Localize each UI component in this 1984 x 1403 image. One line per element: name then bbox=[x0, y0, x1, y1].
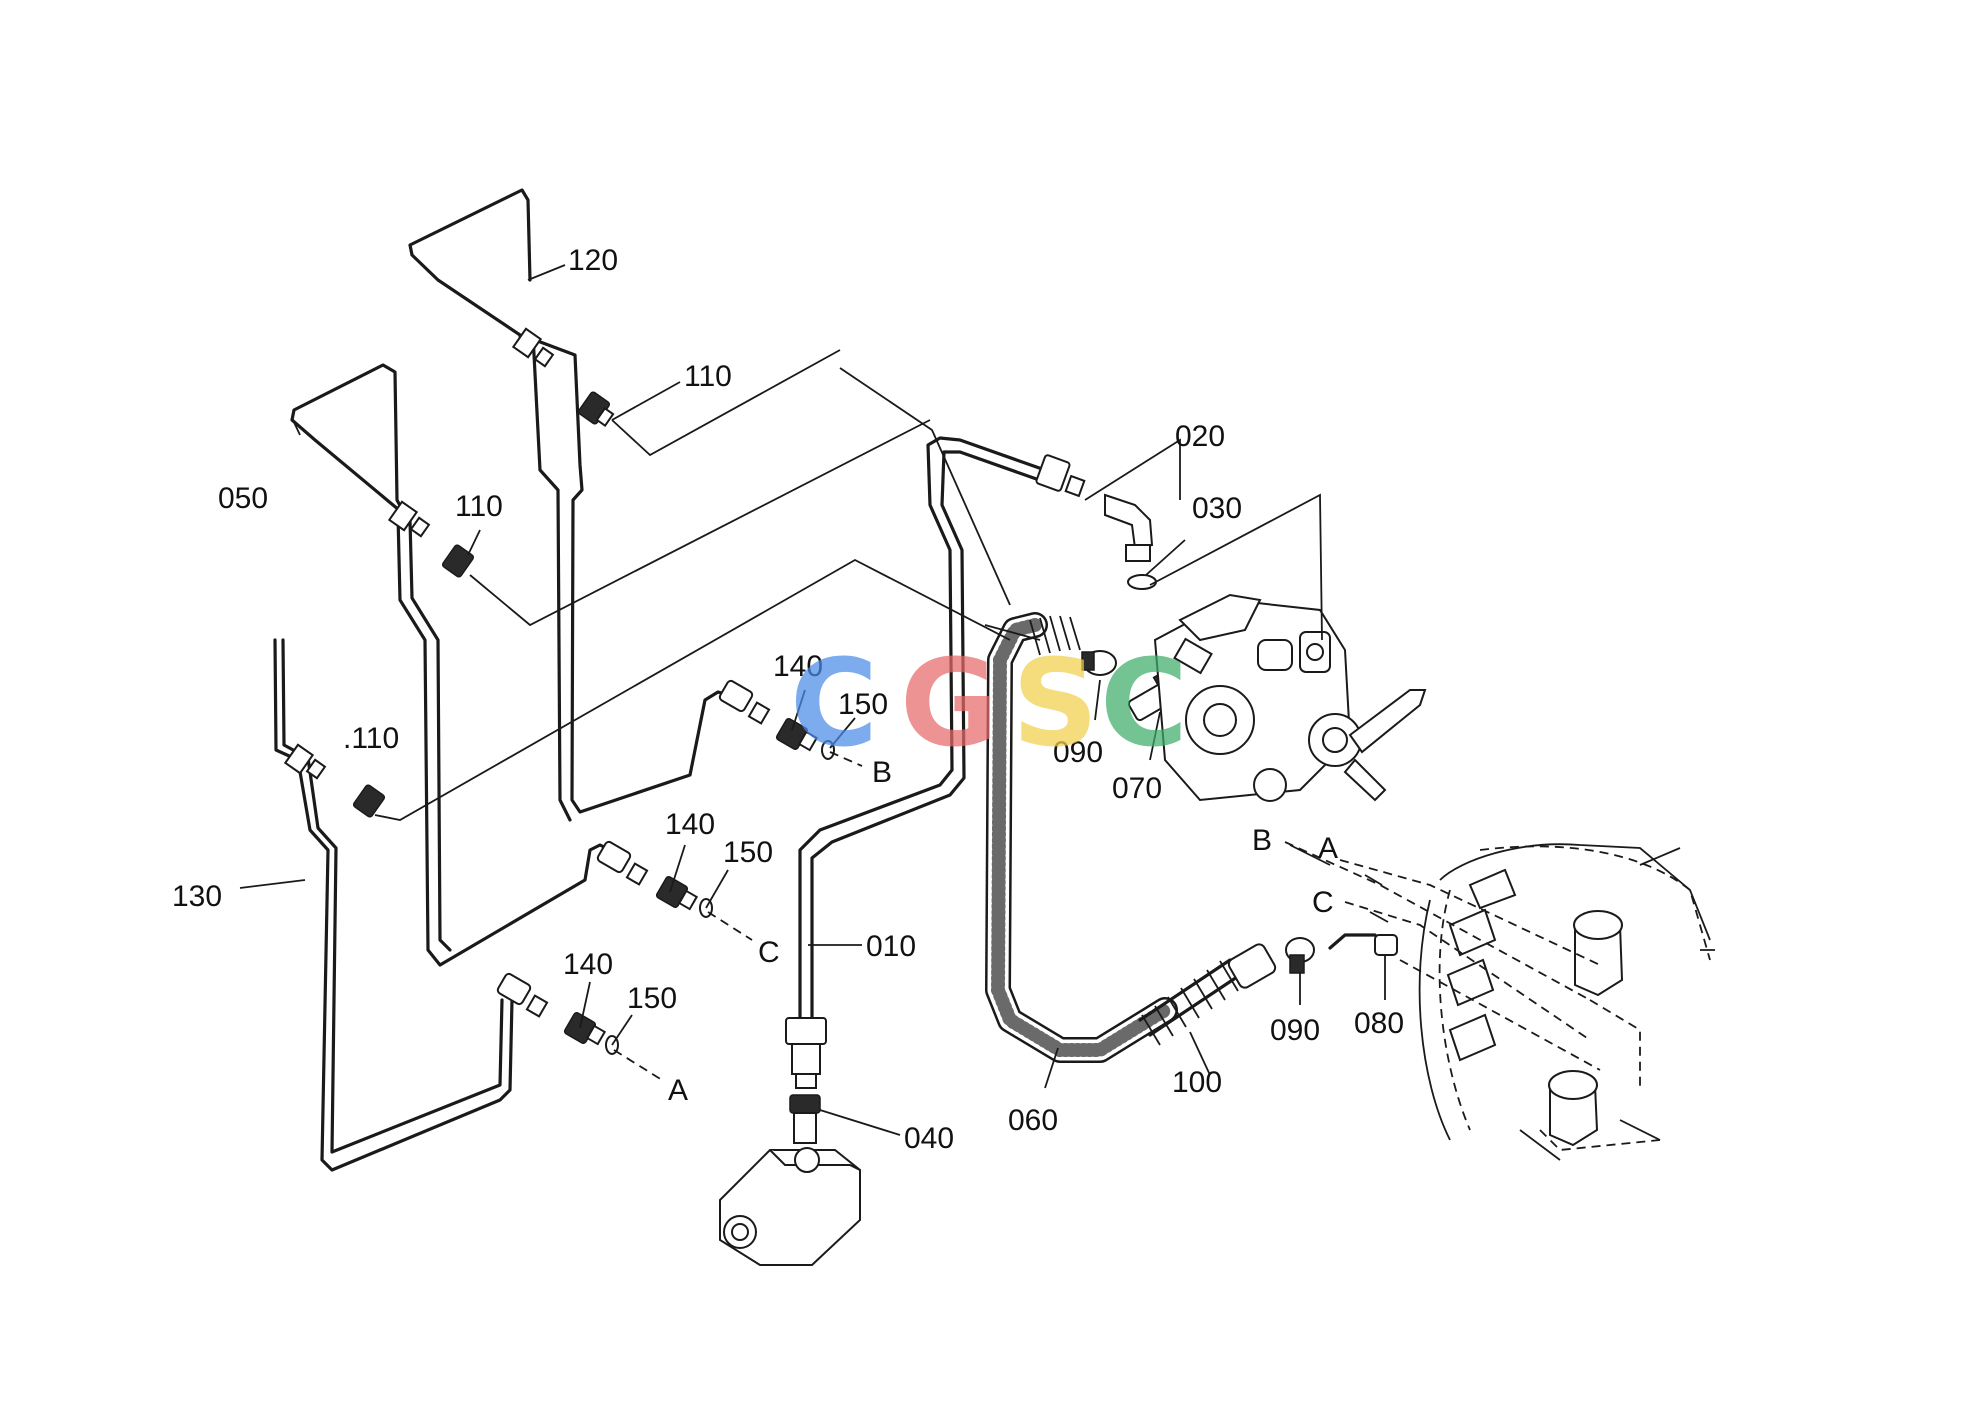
transmission-housing bbox=[1418, 843, 1715, 1161]
elbow-020 bbox=[1104, 493, 1154, 562]
watermark-logo: C G S C bbox=[790, 635, 1188, 774]
fitting-120-end bbox=[511, 327, 555, 368]
label-140-c: 140 bbox=[665, 808, 715, 841]
fitting-140-150-b bbox=[718, 679, 835, 760]
label-140-b: 140 bbox=[773, 650, 823, 683]
callout-b-right: B bbox=[1252, 824, 1272, 857]
leader-lines bbox=[239, 264, 1386, 1136]
fitting-130-end bbox=[283, 743, 327, 780]
label-080: 080 bbox=[1354, 1007, 1404, 1040]
label-010: 010 bbox=[866, 930, 916, 963]
label-110-top: 110 bbox=[684, 360, 732, 393]
control-valve bbox=[1153, 593, 1427, 802]
callout-b-left: B bbox=[872, 756, 892, 789]
watermark-letter-4: C bbox=[1100, 635, 1188, 774]
oring-030 bbox=[1127, 574, 1157, 590]
hose-060 bbox=[985, 612, 1178, 1063]
label-130: 130 bbox=[172, 880, 222, 913]
label-150-c: 150 bbox=[723, 836, 773, 869]
label-110-mid: 110 bbox=[455, 490, 503, 523]
fitting-010-top bbox=[1035, 454, 1086, 498]
hose-100-sleeve bbox=[1138, 943, 1277, 1046]
label-050: 050 bbox=[218, 482, 268, 515]
label-150-b: 150 bbox=[838, 688, 888, 721]
callout-a-right: A bbox=[1318, 832, 1338, 865]
label-070: 070 bbox=[1112, 772, 1162, 805]
label-040: 040 bbox=[904, 1122, 954, 1155]
clamp-090-upper bbox=[1081, 650, 1117, 676]
callout-c-left: C bbox=[758, 936, 780, 969]
clamp-090-lower bbox=[1285, 937, 1315, 974]
fitting-140-150-c bbox=[596, 840, 713, 918]
pipe-130 bbox=[273, 638, 514, 1172]
callout-c-right: C bbox=[1312, 886, 1334, 919]
label-090-lower: 090 bbox=[1270, 1014, 1320, 1047]
callout-a-left: A bbox=[668, 1074, 688, 1107]
label-110-low: .110 bbox=[343, 722, 399, 755]
watermark-letter-3: S bbox=[1012, 635, 1098, 774]
hose-top-sleeve bbox=[1029, 615, 1081, 656]
nipple-080 bbox=[1328, 933, 1398, 956]
fitting-050-end bbox=[387, 500, 431, 538]
watermark-letter-2: G bbox=[900, 635, 999, 774]
label-020: 020 bbox=[1175, 420, 1225, 453]
label-060: 060 bbox=[1008, 1104, 1058, 1137]
tee-block bbox=[719, 1147, 861, 1266]
label-100: 100 bbox=[1172, 1066, 1222, 1099]
label-140-a: 140 bbox=[563, 948, 613, 981]
pipe-050 bbox=[290, 363, 622, 967]
label-120: 120 bbox=[568, 244, 618, 277]
watermark-letter-1: C bbox=[790, 635, 878, 774]
fitting-140-150-a bbox=[496, 972, 619, 1055]
fitting-110-low bbox=[352, 784, 386, 818]
fitting-110-top bbox=[577, 391, 615, 427]
dashed-callouts bbox=[613, 751, 1601, 1081]
pipe-010 bbox=[798, 436, 1047, 1022]
label-090-upper: 090 bbox=[1053, 736, 1103, 769]
fitting-010-bottom bbox=[785, 1017, 827, 1089]
label-150-a: 150 bbox=[627, 982, 677, 1015]
adapter-040 bbox=[789, 1094, 821, 1144]
fitting-110-mid bbox=[441, 544, 475, 578]
label-030: 030 bbox=[1192, 492, 1242, 525]
